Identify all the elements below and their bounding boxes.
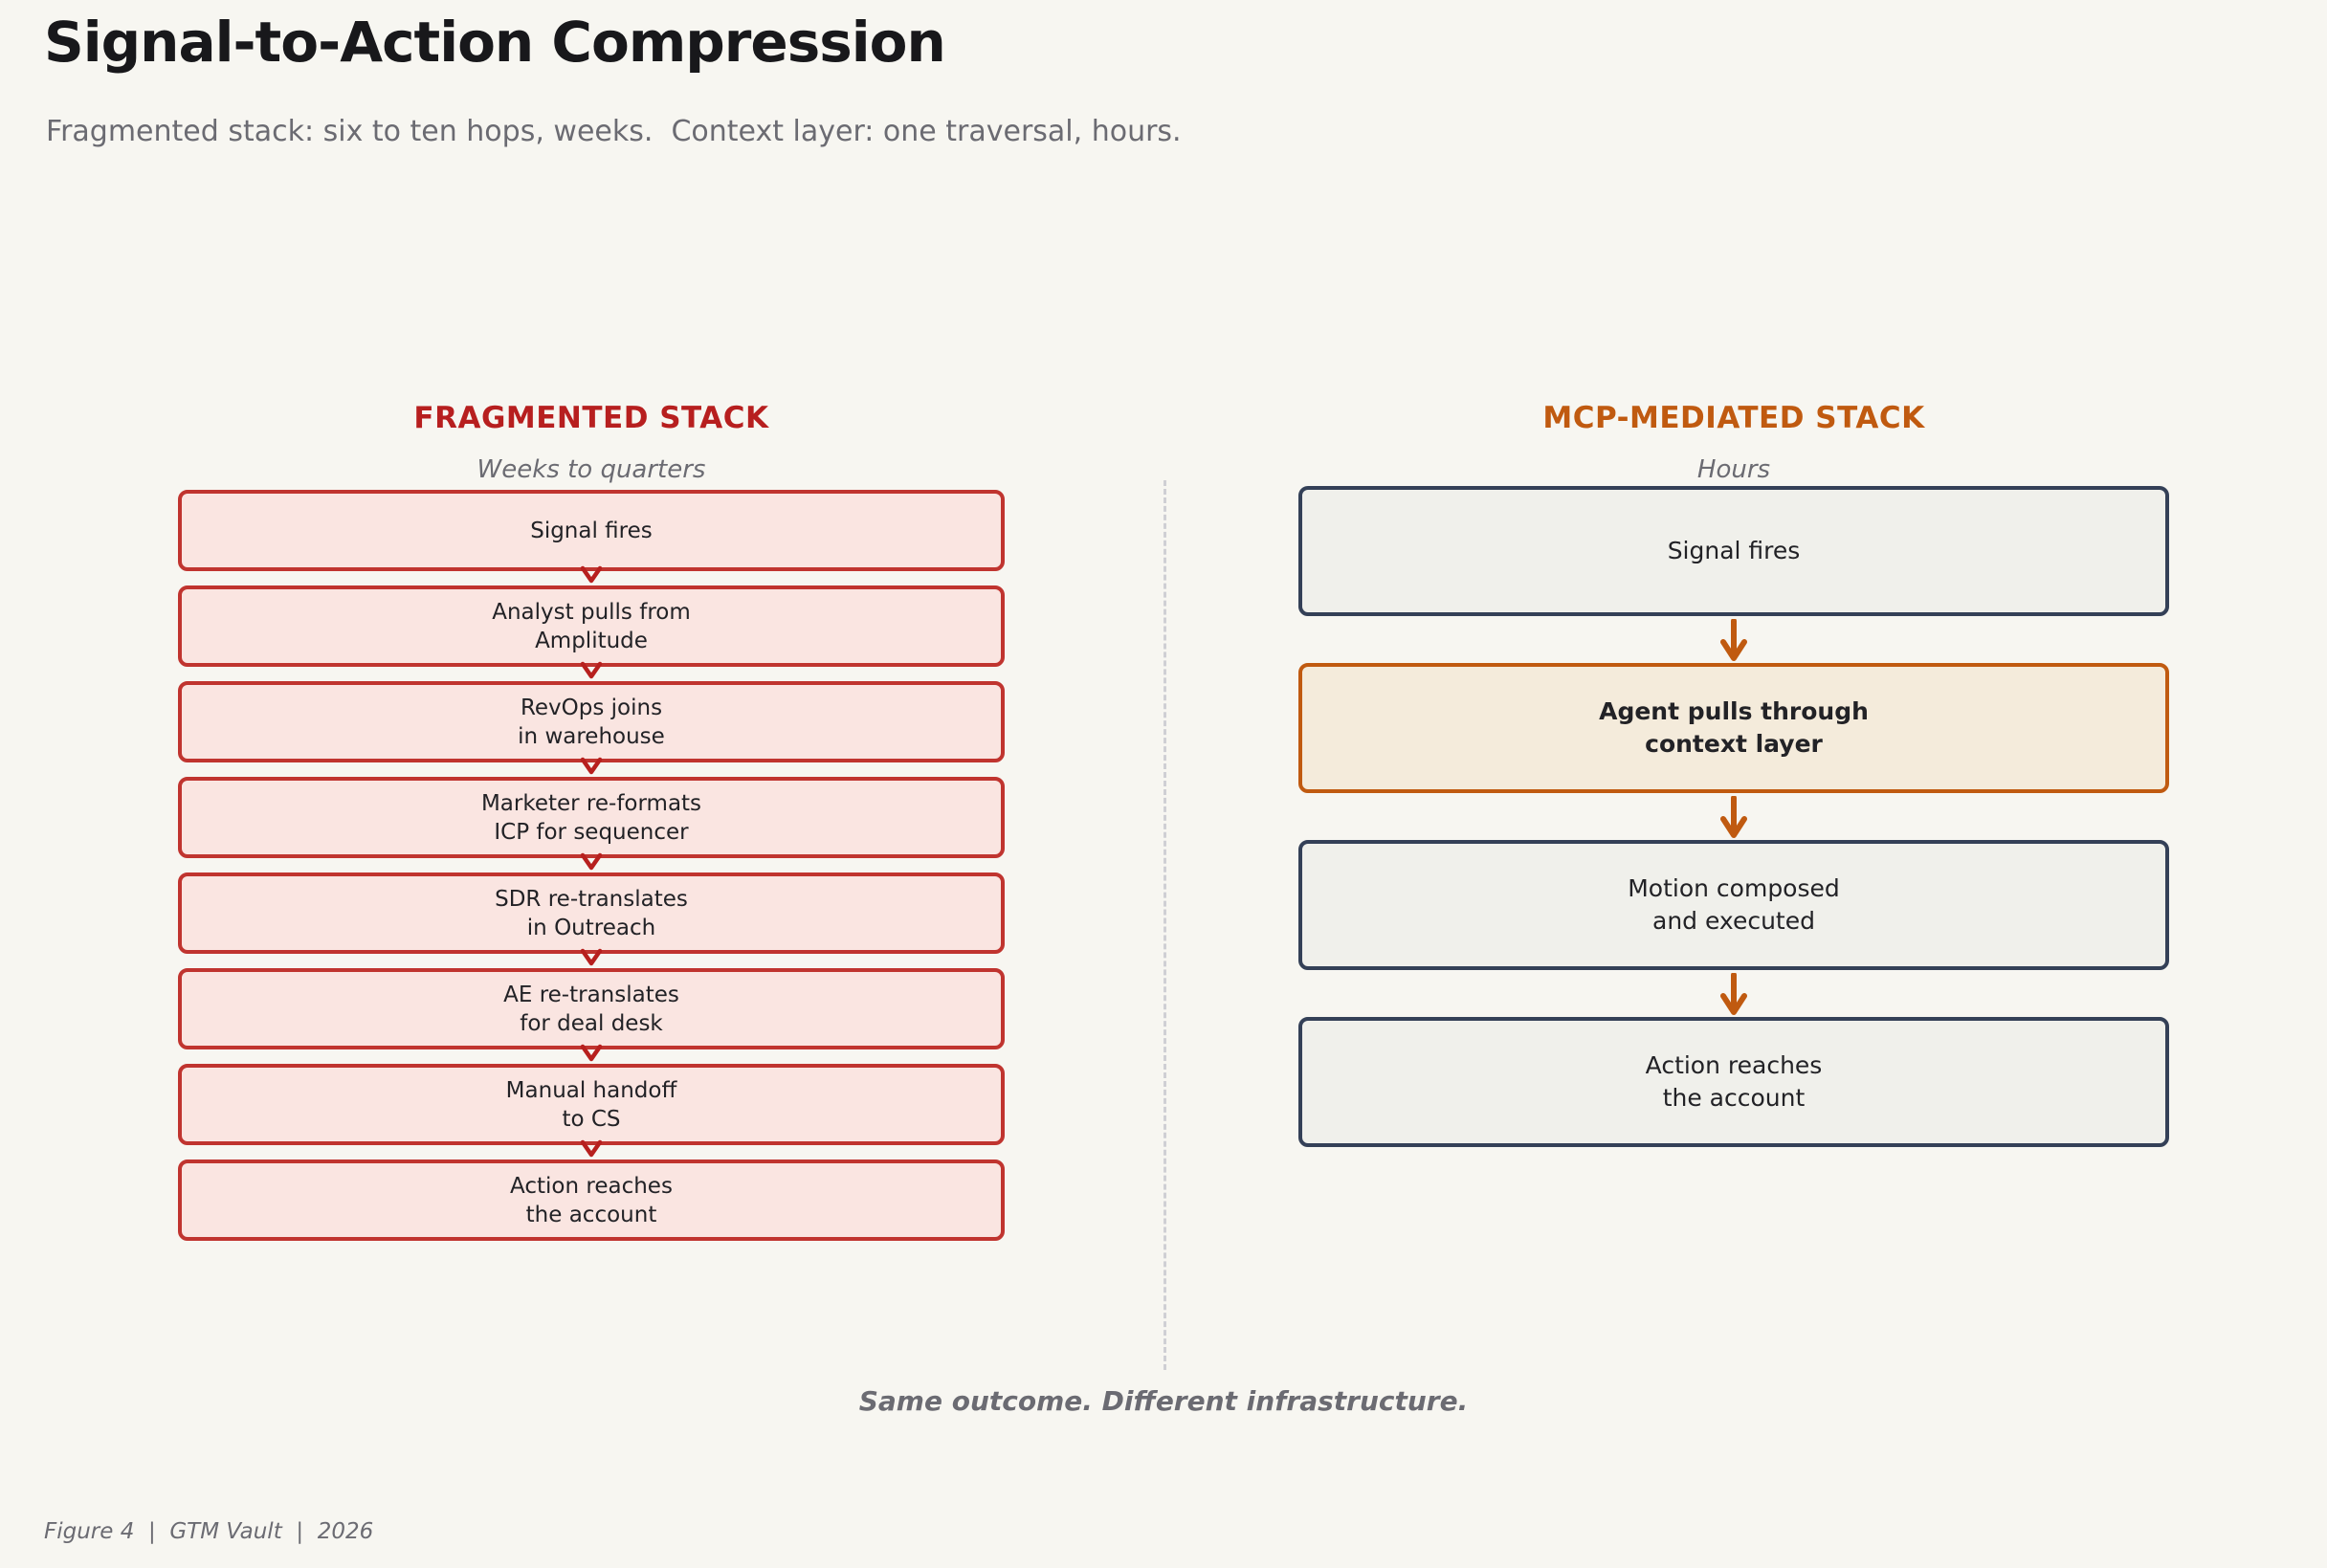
fragmented-step-connector: [178, 1139, 1005, 1159]
fragmented-step-box: Analyst pulls from Amplitude: [178, 585, 1005, 667]
arrow-down-icon: [1720, 973, 1747, 1015]
column-divider: [1164, 480, 1166, 1370]
fragmented-step-box: SDR re-translates in Outreach: [178, 872, 1005, 954]
fragmented-step-connector: [178, 1044, 1005, 1064]
chevron-down-icon: [580, 565, 603, 584]
page-title: Signal-to-Action Compression: [44, 10, 946, 75]
chevron-down-icon: [580, 852, 603, 871]
mcp-step-connector: [1298, 616, 2169, 663]
mcp-stack-title: MCP-MEDIATED STACK: [1542, 401, 1925, 435]
fragmented-step-connector: [178, 948, 1005, 968]
arrow-down-icon: [1720, 619, 1747, 661]
fragmented-stack-column: FRAGMENTED STACK Weeks to quarters Signa…: [178, 401, 1005, 1241]
fragmented-stack-subtitle: Weeks to quarters: [476, 455, 706, 484]
fragmented-step-box: RevOps joins in warehouse: [178, 681, 1005, 762]
mcp-stack-subtitle: Hours: [1696, 455, 1771, 484]
chevron-down-icon: [580, 1044, 603, 1062]
fragmented-step-connector: [178, 757, 1005, 777]
figure-caption: Same outcome. Different infrastructure.: [858, 1385, 1469, 1417]
arrow-down-icon: [1720, 796, 1747, 838]
fragmented-step-connector: [178, 661, 1005, 681]
chevron-down-icon: [580, 1139, 603, 1158]
fragmented-step-box: AE re-translates for deal desk: [178, 968, 1005, 1049]
figure-footer: Figure 4 | GTM Vault | 2026: [44, 1519, 374, 1544]
mcp-step-box: Action reaches the account: [1298, 1017, 2169, 1147]
chevron-down-icon: [580, 661, 603, 679]
fragmented-step-connector: [178, 852, 1005, 872]
fragmented-step-box: Signal fires: [178, 490, 1005, 571]
fragmented-step-connector: [178, 565, 1005, 585]
mcp-step-connector: [1298, 793, 2169, 840]
fragmented-step-box: Marketer re-formats ICP for sequencer: [178, 777, 1005, 858]
fragmented-step-box: Action reaches the account: [178, 1159, 1005, 1241]
mcp-step-box-highlighted: Agent pulls through context layer: [1298, 663, 2169, 793]
fragmented-step-box: Manual handoff to CS: [178, 1064, 1005, 1145]
chevron-down-icon: [580, 757, 603, 775]
chevron-down-icon: [580, 948, 603, 966]
fragmented-stack-title: FRAGMENTED STACK: [413, 401, 769, 435]
mcp-step-connector: [1298, 970, 2169, 1017]
mcp-step-box: Signal fires: [1298, 486, 2169, 616]
page-subtitle: Fragmented stack: six to ten hops, weeks…: [46, 115, 1182, 148]
mcp-step-box: Motion composed and executed: [1298, 840, 2169, 970]
